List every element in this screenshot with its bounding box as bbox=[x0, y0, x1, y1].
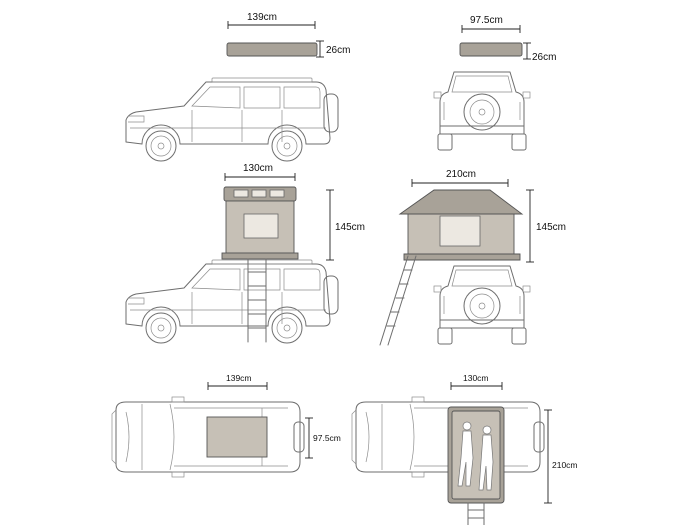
side-open-width-label: 130cm bbox=[243, 163, 273, 174]
top-folded-width-label: 139cm bbox=[226, 373, 252, 383]
side-folded-height-label: 26cm bbox=[326, 45, 350, 56]
folded-tent-side bbox=[226, 42, 318, 57]
view-top-folded: 139cm 97.5cm bbox=[111, 373, 341, 478]
rear-open-width-label: 210cm bbox=[446, 169, 476, 180]
ladder-top bbox=[467, 502, 485, 525]
side-open-height-label: 145cm bbox=[335, 222, 365, 233]
sleeping-figures bbox=[457, 421, 494, 491]
top-folded-height-label: 97.5cm bbox=[313, 433, 341, 443]
open-tent-top bbox=[447, 406, 505, 504]
view-rear-open: 210cm 145cm bbox=[379, 169, 566, 346]
view-side-folded: 139cm 26cm bbox=[125, 12, 350, 162]
view-top-open: 130cm 210cm bbox=[351, 373, 578, 525]
ladder-rear bbox=[379, 255, 417, 346]
folded-tent-top bbox=[206, 416, 268, 458]
folded-tent-rear bbox=[459, 42, 523, 57]
rear-folded-width-label: 97.5cm bbox=[470, 15, 503, 26]
view-rear-folded: 97.5cm 26cm bbox=[433, 15, 556, 151]
side-folded-width-label: 139cm bbox=[247, 12, 277, 23]
top-open-height-label: 210cm bbox=[552, 460, 578, 470]
rear-folded-height-label: 26cm bbox=[532, 52, 556, 63]
top-open-width-label: 130cm bbox=[463, 373, 489, 383]
view-side-open: 130cm 145cm bbox=[125, 163, 365, 344]
open-tent-side bbox=[221, 186, 299, 260]
ladder-side bbox=[247, 258, 267, 343]
open-tent-rear bbox=[398, 189, 524, 261]
rear-open-height-label: 145cm bbox=[536, 222, 566, 233]
